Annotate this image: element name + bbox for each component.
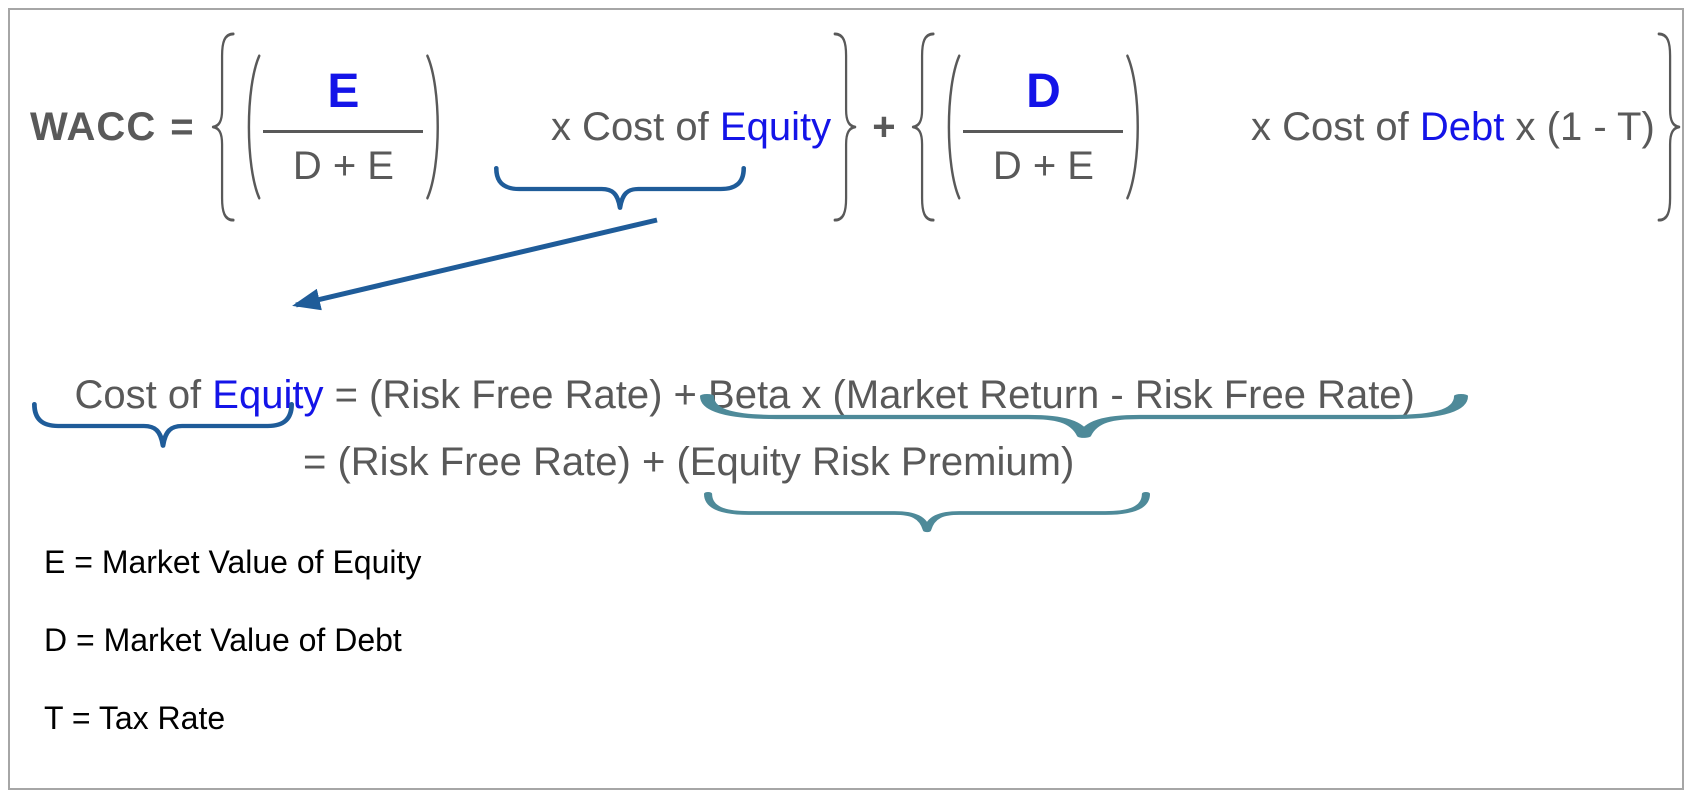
left-paren-icon bbox=[947, 54, 961, 200]
plus-sign: + bbox=[872, 104, 896, 149]
fraction-denominator: D + E bbox=[292, 143, 394, 188]
left-paren-icon bbox=[247, 54, 261, 200]
left-curly-brace-icon bbox=[211, 32, 235, 222]
fraction-bar bbox=[263, 129, 424, 133]
cost-of-equity-term: x Cost of Equity bbox=[462, 26, 831, 228]
capm-line-1-rhs: = (Risk Free Rate) + Beta x (Market Retu… bbox=[323, 373, 1415, 417]
right-paren-icon bbox=[1126, 54, 1140, 200]
wacc-formula: WACC = E D + E x Cost of Equity + D D + … bbox=[30, 26, 1682, 228]
right-curly-brace-icon bbox=[1657, 32, 1681, 222]
cost-of-debt-term: x Cost of Debt x (1 - T) bbox=[1162, 26, 1655, 228]
legend-item: E = Market Value of Equity bbox=[44, 544, 422, 580]
debt-weight-fraction: D D + E bbox=[963, 65, 1124, 188]
cost-of-equity-label-highlight: Equity bbox=[212, 373, 324, 417]
right-paren-icon bbox=[426, 54, 440, 200]
equals-sign: = bbox=[170, 104, 194, 149]
cost-of-debt-highlight: Debt bbox=[1419, 104, 1505, 149]
equity-weight-fraction: E D + E bbox=[263, 65, 424, 188]
fraction-numerator: E bbox=[327, 65, 360, 119]
cost-of-equity-highlight: Equity bbox=[719, 104, 832, 149]
cost-of-equity-underbrace-icon bbox=[32, 402, 294, 450]
tax-shield-suffix: x (1 - T) bbox=[1504, 104, 1655, 149]
capm-line-1: Cost of Equity = (Risk Free Rate) + Beta… bbox=[30, 328, 1415, 463]
cost-of-debt-prefix: x Cost of bbox=[1250, 104, 1420, 149]
fraction-numerator: D bbox=[1026, 65, 1061, 119]
left-curly-brace-icon bbox=[911, 32, 935, 222]
legend-item: D = Market Value of Debt bbox=[44, 622, 402, 658]
capm-line-2: = (Risk Free Rate) + (Equity Risk Premiu… bbox=[303, 440, 1075, 484]
legend: E = Market Value of Equity D = Market Va… bbox=[44, 546, 421, 780]
wacc-label: WACC bbox=[30, 104, 157, 149]
cost-of-equity-prefix: x Cost of bbox=[550, 104, 720, 149]
fraction-bar bbox=[963, 129, 1124, 133]
beta-term-underbrace-icon bbox=[700, 394, 1468, 440]
cost-of-equity-underbrace-icon bbox=[494, 166, 746, 212]
legend-item: T = Tax Rate bbox=[44, 700, 226, 736]
right-curly-brace-icon bbox=[833, 32, 857, 222]
fraction-denominator: D + E bbox=[992, 143, 1094, 188]
cost-of-equity-label-prefix: Cost of bbox=[74, 373, 213, 417]
equity-risk-premium-underbrace-icon bbox=[704, 492, 1150, 534]
